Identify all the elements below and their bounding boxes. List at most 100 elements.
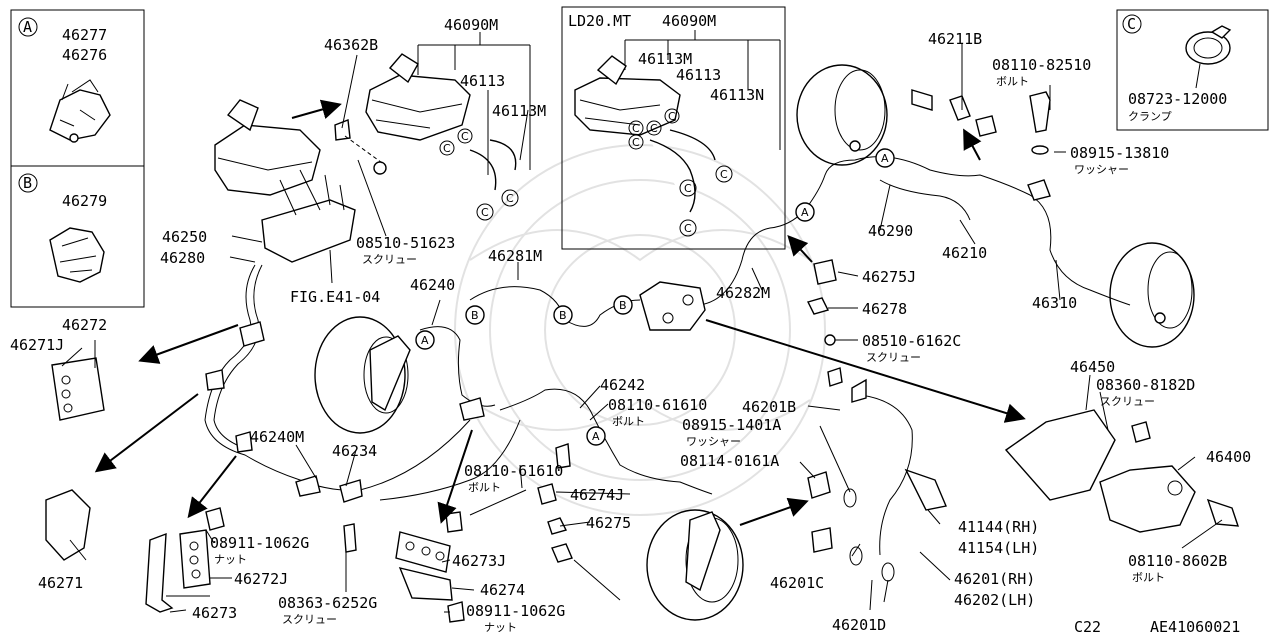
svg-text:C: C <box>632 122 640 135</box>
svg-text:46450: 46450 <box>1070 358 1115 376</box>
svg-text:46271: 46271 <box>38 574 83 592</box>
svg-text:46202(LH): 46202(LH) <box>954 591 1035 609</box>
svg-text:46113M: 46113M <box>638 50 692 68</box>
svg-text:46201D: 46201D <box>832 616 886 634</box>
svg-text:C: C <box>481 206 489 219</box>
svg-text:08110-82510: 08110-82510 <box>992 56 1091 74</box>
callout-arrows <box>94 99 1026 526</box>
svg-text:A: A <box>881 152 889 165</box>
svg-text:B: B <box>471 309 479 322</box>
footer-id: AE41060021 <box>1150 618 1240 636</box>
svg-text:46281M: 46281M <box>488 247 542 265</box>
svg-text:08915-1401A: 08915-1401A <box>682 416 781 434</box>
inset-box-a: A 46277 46276 <box>10 9 145 167</box>
svg-text:46272: 46272 <box>62 316 107 334</box>
svg-text:46201C: 46201C <box>770 574 824 592</box>
svg-text:スクリュー: スクリュー <box>282 613 337 626</box>
svg-text:C: C <box>720 168 728 181</box>
svg-text:A: A <box>801 206 809 219</box>
svg-text:46201(RH): 46201(RH) <box>954 570 1035 588</box>
svg-text:46282M: 46282M <box>716 284 770 302</box>
svg-text:C: C <box>506 192 514 205</box>
svg-text:46276: 46276 <box>62 46 107 64</box>
brake-booster <box>314 316 411 434</box>
svg-text:46275J: 46275J <box>862 268 916 286</box>
svg-text:08360-8182D: 08360-8182D <box>1096 376 1195 394</box>
svg-text:46113M: 46113M <box>492 102 546 120</box>
svg-text:08510-51623: 08510-51623 <box>356 234 455 252</box>
svg-text:08114-0161A: 08114-0161A <box>680 452 779 470</box>
svg-text:46290: 46290 <box>868 222 913 240</box>
svg-text:46242: 46242 <box>600 376 645 394</box>
svg-text:46273J: 46273J <box>452 552 506 570</box>
svg-text:46272J: 46272J <box>234 570 288 588</box>
svg-text:A: A <box>23 18 32 36</box>
svg-text:ナット: ナット <box>484 621 517 634</box>
front-disc <box>646 509 744 621</box>
svg-text:46277: 46277 <box>62 26 107 44</box>
small-parts <box>45 89 1051 623</box>
svg-text:46240M: 46240M <box>250 428 304 446</box>
svg-text:クランプ: クランプ <box>1128 110 1172 123</box>
ref-markers: A A B B B A A <box>415 148 895 446</box>
svg-text:46274: 46274 <box>480 581 525 599</box>
svg-text:46113: 46113 <box>676 66 721 84</box>
valve-assy <box>639 281 706 331</box>
svg-text:C: C <box>684 182 692 195</box>
rear-drum-upper <box>796 64 888 166</box>
svg-text:46113: 46113 <box>460 72 505 90</box>
svg-text:ワッシャー: ワッシャー <box>1074 163 1129 176</box>
svg-text:08915-13810: 08915-13810 <box>1070 144 1169 162</box>
svg-text:46090M: 46090M <box>662 12 716 30</box>
svg-text:46113N: 46113N <box>710 86 764 104</box>
svg-text:A: A <box>421 334 429 347</box>
svg-text:C: C <box>632 136 640 149</box>
svg-text:08363-6252G: 08363-6252G <box>278 594 377 612</box>
master-cylinder-left <box>214 99 356 263</box>
svg-text:ボルト: ボルト <box>468 481 501 494</box>
svg-text:46274J: 46274J <box>570 486 624 504</box>
part-labels: 46362B 46090M 46113 46113M 46250 46280 0… <box>10 16 1251 634</box>
svg-text:08110-61610: 08110-61610 <box>608 396 707 414</box>
svg-text:B: B <box>619 299 627 312</box>
svg-text:46275: 46275 <box>586 514 631 532</box>
svg-text:46400: 46400 <box>1206 448 1251 466</box>
svg-text:C: C <box>650 122 658 135</box>
svg-text:スクリュー: スクリュー <box>866 351 921 364</box>
svg-text:C: C <box>443 142 451 155</box>
master-cylinder-upper: C C C C <box>334 53 519 221</box>
rear-drum-right <box>1109 242 1195 348</box>
ld20-inset: LD20.MT 46090M 46113M 46113 46113N C C C… <box>561 6 786 250</box>
footer-code: C22 <box>1074 618 1101 636</box>
svg-text:08723-12000: 08723-12000 <box>1128 90 1227 108</box>
brake-hose-front <box>807 367 947 582</box>
caliper-assy <box>1004 409 1240 533</box>
svg-text:ボルト: ボルト <box>996 75 1029 88</box>
svg-text:C: C <box>1127 15 1136 33</box>
svg-text:46271J: 46271J <box>10 336 64 354</box>
inset-box-b: B 46279 <box>10 165 145 308</box>
svg-text:C: C <box>668 110 676 123</box>
svg-text:B: B <box>23 174 32 192</box>
svg-text:46362B: 46362B <box>324 36 378 54</box>
svg-text:46310: 46310 <box>1032 294 1077 312</box>
svg-text:FIG.E41-04: FIG.E41-04 <box>290 288 380 306</box>
footer: C22 AE41060021 <box>1074 618 1240 636</box>
svg-text:46211B: 46211B <box>928 30 982 48</box>
svg-text:08110-61610: 08110-61610 <box>464 462 563 480</box>
svg-text:46279: 46279 <box>62 192 107 210</box>
svg-text:LD20.MT: LD20.MT <box>568 12 631 30</box>
leader-lines <box>61 32 1223 613</box>
svg-text:C: C <box>684 222 692 235</box>
svg-text:46234: 46234 <box>332 442 377 460</box>
svg-text:C: C <box>461 130 469 143</box>
svg-text:08110-8602B: 08110-8602B <box>1128 552 1227 570</box>
svg-text:46273: 46273 <box>192 604 237 622</box>
svg-text:スクリュー: スクリュー <box>1100 395 1155 408</box>
svg-text:ワッシャー: ワッシャー <box>686 435 741 448</box>
inset-box-c: C 08723-12000 クランプ <box>1116 9 1269 131</box>
svg-text:46240: 46240 <box>410 276 455 294</box>
svg-text:46250: 46250 <box>162 228 207 246</box>
